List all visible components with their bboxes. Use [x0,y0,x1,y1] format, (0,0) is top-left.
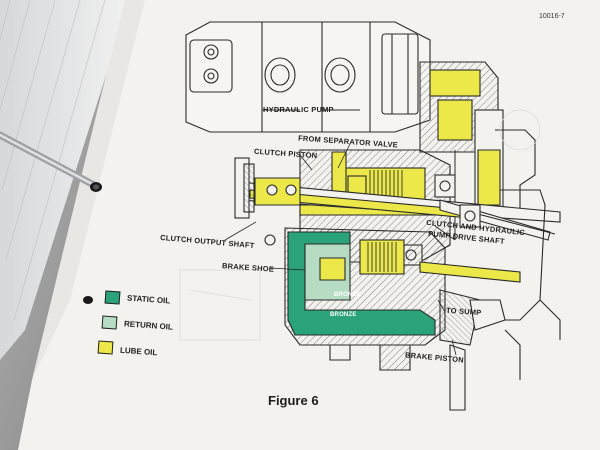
clutch-diagram [185,21,561,411]
right-housing [500,189,561,380]
legend-swatch-lube-oil [97,340,114,355]
label-bronze-upper: BRONZE [334,292,361,298]
hydraulic-pump-drawing [185,21,431,133]
figure-caption: Figure 6 [268,393,319,408]
show-through-ghost [179,109,541,341]
brake-assembly [284,227,521,411]
page-number: 10016-7 [539,13,565,20]
binder-ring [0,131,102,192]
page-stack-edges [0,0,106,321]
legend-swatch-static-oil [104,290,121,305]
leader-lines [224,143,457,356]
label-hydraulic-pump: HYDRAULIC PUMP [263,105,334,114]
binder-hole [83,296,93,304]
label-bronze-lower: BRONZE [330,312,357,318]
page-stack [0,0,130,360]
legend-swatch-return-oil [101,315,118,330]
gear-housing [419,61,536,240]
